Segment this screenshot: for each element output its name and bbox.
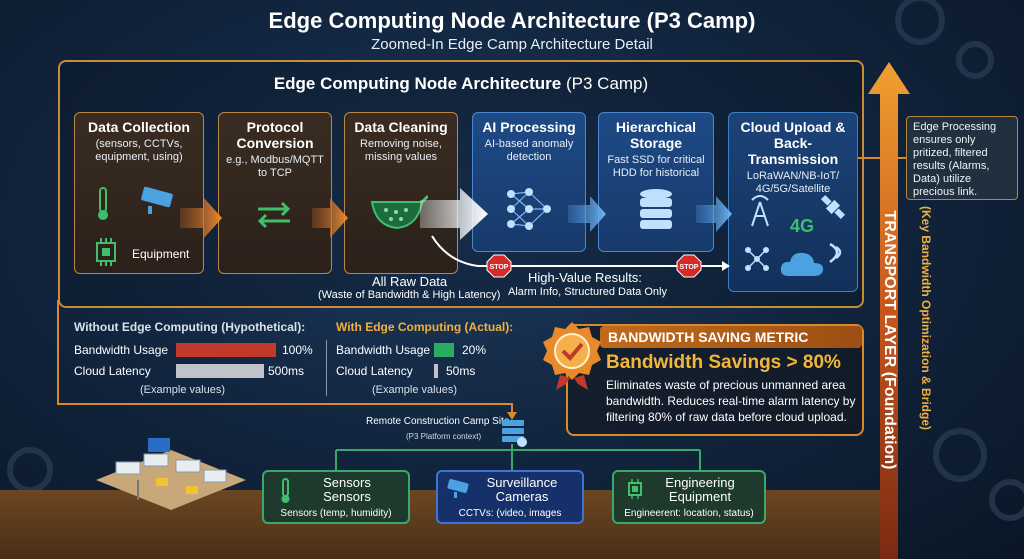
device-chip-icon: [628, 479, 642, 499]
device-title-2: Equipment: [668, 489, 732, 504]
high-value-desc: Alarm Info, Structured Data Only: [508, 286, 667, 298]
box-data-collection[interactable]: Data Collection (sensors, CCTVs, equipme…: [74, 112, 204, 274]
box-desc: (sensors, CCTVs, equipment, using): [95, 138, 183, 163]
metric-value: Bandwidth Savings > 80%: [606, 352, 841, 373]
without-bandwidth-bar: [176, 343, 276, 357]
stop-text: STOP: [490, 264, 509, 271]
medal-icon: [543, 322, 601, 390]
box-title: AI Processing: [482, 119, 576, 135]
box-ai-processing[interactable]: AI Processing AI-based anomaly detection: [472, 112, 586, 252]
box-title: Cloud Upload & Back-Transmission: [740, 119, 846, 167]
box-desc: Fast SSD for critical HDD for historical: [607, 154, 705, 179]
with-latency-bar: [434, 364, 439, 378]
tower-icon: [751, 195, 769, 227]
arrow-ai-to-storage: [568, 196, 606, 232]
arrow-storage-to-cloud: [696, 196, 732, 232]
with-latency-value: 50ms: [446, 364, 476, 378]
metric-desc: Eliminates waste of precious unmanned ar…: [606, 378, 856, 424]
camera-icon: [141, 186, 173, 214]
device-desc: CCTVs: (video, images: [458, 508, 562, 519]
with-edge-title: With Edge Computing (Actual):: [336, 320, 514, 334]
edge-processing-note: Edge Processing ensures only pritized, f…: [906, 116, 1018, 200]
transport-layer-arrow: [868, 62, 910, 559]
metric-heading: BANDWIDTH SAVING METRIC: [600, 326, 862, 348]
server-icon: [502, 420, 527, 447]
equipment-label: Equipment: [132, 247, 190, 261]
without-note: (Example values): [140, 384, 225, 396]
without-bandwidth-value: 100%: [282, 343, 313, 357]
device-title-1: Sensors: [323, 475, 371, 490]
with-latency-label: Cloud Latency: [336, 364, 413, 378]
box-title: Protocol Conversion: [236, 119, 314, 151]
with-note: (Example values): [372, 384, 457, 396]
box-title: Data Collection: [88, 119, 190, 135]
arrow-collection-to-protocol: [180, 198, 222, 238]
device-desc: Sensors (temp, humidity): [280, 508, 392, 519]
device-title-2: Sensors: [323, 489, 371, 504]
box-title: Data Cleaning: [354, 119, 448, 135]
neural-network-icon: [507, 188, 551, 230]
frame-title-rest: (P3 Camp): [561, 74, 649, 93]
raw-data-title: All Raw Data: [372, 274, 448, 289]
device-camera-icon: [447, 479, 469, 498]
box-desc: e.g., Modbus/MQTT to TCP: [226, 154, 324, 179]
database-icon: [640, 189, 672, 229]
device-title-1: Surveillance: [486, 475, 558, 490]
page-title: Edge Computing Node Architecture (P3 Cam…: [268, 8, 756, 33]
thermometer-icon: [98, 187, 108, 220]
device-title-2: Cameras: [495, 489, 549, 504]
without-edge-title: Without Edge Computing (Hypothetical):: [74, 320, 306, 334]
device-title-1: Engineering: [665, 475, 735, 490]
without-latency-bar: [176, 364, 264, 378]
box-title: Hierarchical Storage: [615, 119, 697, 151]
network-nodes-icon: [745, 247, 769, 271]
without-latency-value: 500ms: [268, 364, 305, 378]
raw-data-desc: (Waste of Bandwidth & High Latency): [318, 289, 501, 301]
box-desc: Removing noise, missing values: [360, 138, 442, 163]
chip-icon: [96, 238, 116, 266]
swap-arrows-icon: [257, 201, 291, 229]
site-label: Remote Construction Camp Site: [366, 416, 510, 427]
with-bandwidth-bar: [434, 343, 454, 357]
box-desc: LoRaWAN/NB-IoT/ 4G/5G/Satellite: [746, 170, 840, 195]
box-desc: AI-based anomaly detection: [484, 138, 574, 163]
strainer-icon: [370, 194, 428, 230]
page-subtitle: Zoomed-In Edge Camp Architecture Detail: [371, 36, 653, 53]
without-bandwidth-label: Bandwidth Usage: [74, 343, 169, 357]
construction-camp-illustration: [96, 438, 246, 510]
comparison-divider: [326, 340, 327, 396]
box-protocol-conversion[interactable]: Protocol Conversion e.g., Modbus/MQTT to…: [218, 112, 332, 274]
arrow-protocol-to-cleaning: [312, 198, 348, 238]
device-thermometer-icon: [281, 478, 290, 503]
device-desc: Engineerent: location, status): [624, 508, 754, 519]
stop-text: STOP: [680, 264, 699, 271]
badge-4g: 4G: [790, 216, 815, 236]
stop-sign-icon: STOP: [486, 254, 512, 278]
satellite-icon: [820, 194, 846, 220]
raw-data-flow-line: [431, 235, 722, 267]
stop-sign-icon-2: STOP: [676, 254, 702, 278]
arrow-cleaning-to-ai: [420, 188, 488, 240]
site-context: (P3 Platform context): [406, 432, 482, 441]
frame-title: Edge Computing Node Architecture (P3 Cam…: [58, 74, 864, 94]
cloud-icon: [780, 252, 824, 276]
wifi-icon: [829, 242, 842, 264]
with-bandwidth-value: 20%: [462, 343, 487, 357]
with-bandwidth-label: Bandwidth Usage: [336, 343, 431, 357]
without-latency-label: Cloud Latency: [74, 364, 151, 378]
frame-title-bold: Edge Computing Node Architecture: [273, 74, 562, 93]
high-value-title: High-Value Results:: [528, 270, 642, 285]
device-surveillance-cameras[interactable]: Surveillance Cameras CCTVs: (video, imag…: [436, 470, 584, 524]
